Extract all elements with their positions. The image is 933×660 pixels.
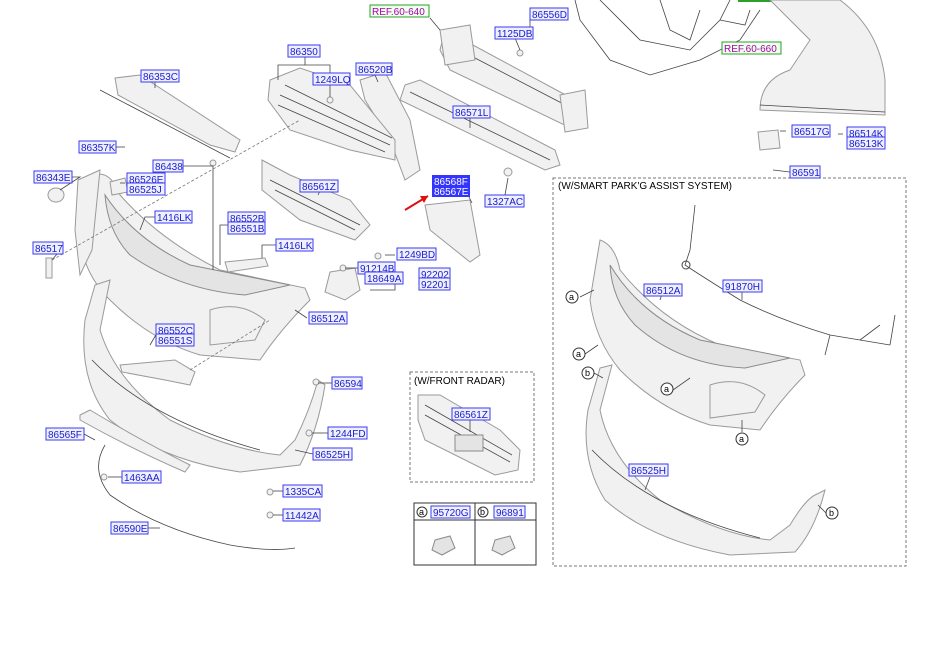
- bumper-beam-drawing: [439, 24, 589, 133]
- bracket-86568f-drawing: [424, 199, 481, 263]
- part-label-86590e[interactable]: 86590E: [113, 524, 148, 535]
- part-label-86512a-main[interactable]: 86512A: [311, 314, 346, 325]
- part-label-1244fd[interactable]: 1244FD: [330, 429, 366, 440]
- part-label-96891[interactable]: 96891: [496, 508, 524, 519]
- bracket-86517-drawing: [45, 257, 53, 279]
- part-labels: REF.60-640 REF.60-660 86556D 1125DB 8635…: [32, 4, 886, 535]
- part-label-86512a-spas[interactable]: 86512A: [646, 286, 681, 297]
- part-label-11442a[interactable]: 11442A: [285, 511, 319, 522]
- legend-letter-a: a: [419, 507, 424, 517]
- side-garnish-86552b-drawing: [224, 257, 269, 273]
- part-label-86438[interactable]: 86438: [155, 162, 183, 173]
- part-label-18649a[interactable]: 18649A: [367, 274, 402, 285]
- callout-a-2: a: [576, 349, 581, 359]
- fog-lamp-cover-drawing: [47, 187, 65, 203]
- part-label-86551b[interactable]: 86551B: [230, 224, 265, 235]
- part-label-86343e[interactable]: 86343E: [36, 173, 71, 184]
- callout-a-1: a: [569, 292, 574, 302]
- spas-section: (W/SMART PARK'G ASSIST SYSTEM): [552, 177, 907, 567]
- part-label-1463aa[interactable]: 1463AA: [124, 473, 160, 484]
- leader-lines: [51, 17, 843, 529]
- callout-a-4: a: [739, 434, 744, 444]
- part-label-86525h-main[interactable]: 86525H: [315, 450, 350, 461]
- part-label-86591[interactable]: 86591: [792, 168, 820, 179]
- part-label-92201[interactable]: 92201: [421, 280, 449, 291]
- part-label-1249lq[interactable]: 1249LQ: [315, 75, 351, 86]
- part-label-86561z-radar[interactable]: 86561Z: [454, 410, 488, 421]
- front-bumper-cover-drawing: [74, 169, 311, 361]
- callout-a-3: a: [664, 384, 669, 394]
- part-label-86353c[interactable]: 86353C: [143, 72, 178, 83]
- part-label-1125db[interactable]: 1125DB: [497, 29, 533, 40]
- fender-structure-drawing: [574, 0, 886, 116]
- part-label-86594[interactable]: 86594: [334, 379, 362, 390]
- part-label-86514k[interactable]: 86514K: [849, 129, 884, 140]
- part-label-86568f[interactable]: 86568F: [434, 177, 468, 188]
- ref-label-60-640[interactable]: REF.60-640: [372, 7, 425, 18]
- callout-b-1: b: [585, 368, 590, 378]
- part-label-86556d[interactable]: 86556D: [532, 10, 567, 21]
- part-label-86567e[interactable]: 86567E: [434, 187, 469, 198]
- part-label-92202[interactable]: 92202: [421, 270, 449, 281]
- part-label-91870h[interactable]: 91870H: [725, 282, 760, 293]
- garnish-86353c-drawing: [99, 74, 241, 159]
- part-label-86357k[interactable]: 86357K: [81, 143, 116, 154]
- part-label-1249bd[interactable]: 1249BD: [399, 250, 435, 261]
- callout-b-2: b: [829, 508, 834, 518]
- part-label-86552b[interactable]: 86552B: [230, 214, 265, 225]
- bracket-86520b-drawing: [359, 71, 421, 181]
- sensor-bracket-drawing: [324, 264, 361, 301]
- legend-letter-b: b: [480, 507, 485, 517]
- garnish-86526e-drawing: [109, 177, 129, 196]
- lower-grille-drawing: [261, 159, 371, 241]
- front-radar-section: (W/FRONT RADAR): [409, 371, 535, 483]
- lower-spoiler-drawing: [83, 279, 326, 473]
- part-label-86551s[interactable]: 86551S: [158, 336, 193, 347]
- part-label-1335ca[interactable]: 1335CA: [285, 487, 321, 498]
- lower-garnish-86552c-drawing: [119, 359, 196, 386]
- spas-title: (W/SMART PARK'G ASSIST SYSTEM): [558, 181, 732, 192]
- part-label-86561z-top[interactable]: 86561Z: [302, 182, 336, 193]
- ref-label-60-660[interactable]: REF.60-660: [724, 44, 777, 55]
- part-label-91214b[interactable]: 91214B: [360, 264, 395, 275]
- sensor-legend-section: [413, 502, 537, 566]
- arrow-head: [420, 196, 428, 203]
- part-label-86517[interactable]: 86517: [35, 244, 63, 255]
- part-label-86350[interactable]: 86350: [290, 47, 318, 58]
- part-label-86513k[interactable]: 86513K: [849, 139, 884, 150]
- part-label-86525h-spas[interactable]: 86525H: [631, 466, 666, 477]
- part-label-86565f[interactable]: 86565F: [48, 430, 82, 441]
- part-label-86552c[interactable]: 86552C: [158, 326, 193, 337]
- part-label-1416lk-a[interactable]: 1416LK: [157, 213, 192, 224]
- part-label-86526e[interactable]: 86526E: [129, 175, 164, 186]
- skid-plate-drawing: [98, 444, 296, 550]
- highlighted-part-box: [432, 175, 470, 197]
- part-label-86525j[interactable]: 86525J: [129, 185, 162, 196]
- part-label-95720g[interactable]: 95720G: [433, 508, 469, 519]
- fasteners-drawing: [100, 49, 781, 519]
- part-label-86571l[interactable]: 86571L: [455, 108, 489, 119]
- lip-strip-drawing: [79, 409, 191, 473]
- part-label-1327ac[interactable]: 1327AC: [487, 197, 523, 208]
- part-label-1416lk-b[interactable]: 1416LK: [278, 241, 313, 252]
- part-label-86520b[interactable]: 86520B: [358, 65, 393, 76]
- front-radar-title: (W/FRONT RADAR): [414, 376, 505, 387]
- part-label-86517g[interactable]: 86517G: [794, 127, 830, 138]
